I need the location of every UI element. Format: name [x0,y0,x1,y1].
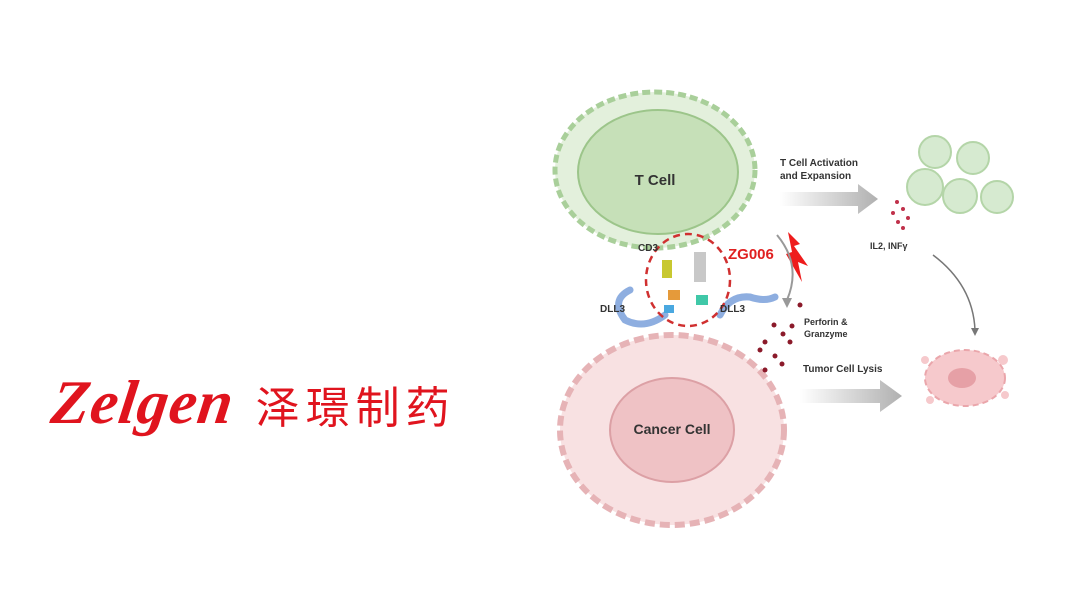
curved-arrow [776,234,794,301]
cytokines-label: IL2, INFγ [870,241,908,251]
cytokine-dots [891,200,910,230]
antibody-fragment [664,305,674,313]
cancer-cell: Cancer Cell [557,332,787,528]
lysed-tumor-cell [921,349,1009,407]
dll3-right-label: DLL3 [720,304,745,315]
t-cell-label: T Cell [635,172,676,189]
perforin-dots [757,302,803,373]
activation-arrow [780,184,878,214]
t-cell: T Cell [552,89,758,251]
logo-chinese: 泽璟制药 [255,382,456,434]
granzyme-label: Granzyme [804,329,848,339]
activation-label-2: and Expansion [780,171,851,182]
activation-label-1: T Cell Activation [780,158,858,169]
dll3-right-chain [716,293,779,319]
cd3-label: CD3 [638,243,658,254]
arrow-head [971,328,979,336]
zelgen-logo: Zelgen 泽璟制药 [47,368,456,439]
antibody-fragment [694,252,706,282]
cancer-cell-label: Cancer Cell [633,421,710,437]
zg006-circle [644,232,732,328]
dll3-left-chain [615,286,669,328]
antibody-fragment [696,295,708,305]
antibody-fragment [668,290,680,300]
perforin-label: Perforin & [804,317,848,327]
arrow-head [782,298,792,308]
cd3-receptor [662,260,672,278]
drug-label: ZG006 [728,246,774,263]
lysis-arrow [800,380,902,412]
lysis-label: Tumor Cell Lysis [803,364,883,375]
expanded-t-cells [906,135,1014,214]
dll3-left-label: DLL3 [600,304,625,315]
lysis-arrow-curve [932,254,976,331]
lightning-icon [786,232,808,282]
